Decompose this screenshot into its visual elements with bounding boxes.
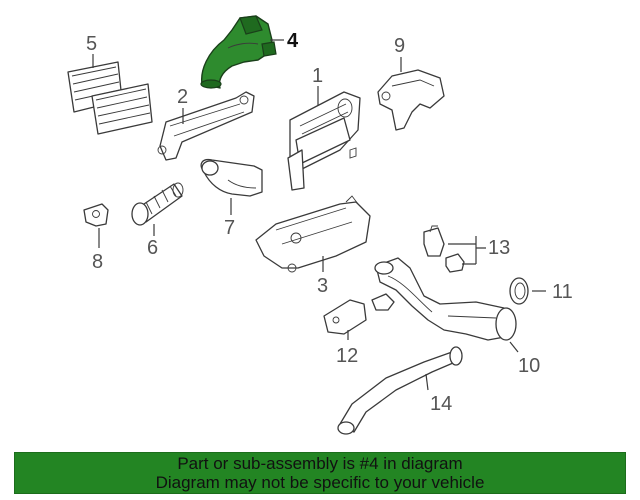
banner-line-part: Part or sub-assembly is #4 in diagram <box>177 454 463 473</box>
part-1-air-cleaner-housing[interactable] <box>287 91 361 191</box>
callout-7: 7 <box>224 217 235 239</box>
part-12-maf-sensor[interactable] <box>323 293 395 335</box>
part-6-bellows-hose[interactable] <box>131 182 184 226</box>
callout-6: 6 <box>147 237 158 259</box>
callout-9: 9 <box>394 35 405 57</box>
info-banner: Part or sub-assembly is #4 in diagram Di… <box>14 452 626 494</box>
part-4-intake-duct[interactable] <box>200 15 277 89</box>
part-3-resonator[interactable] <box>255 195 371 273</box>
part-9-shield[interactable] <box>377 69 445 131</box>
part-7-intake-pipe[interactable] <box>200 158 263 197</box>
callout-3: 3 <box>317 275 328 297</box>
part-2-intake-channel[interactable] <box>157 91 255 161</box>
callout-5: 5 <box>86 33 97 55</box>
callout-8: 8 <box>92 251 103 273</box>
part-5-air-filter[interactable] <box>67 61 153 135</box>
part-10-air-duct[interactable] <box>374 257 517 341</box>
callout-10: 10 <box>518 355 540 377</box>
callout-13: 13 <box>488 237 510 259</box>
parts-diagram: 5 4 2 1 9 7 <box>67 15 573 435</box>
callout-14: 14 <box>430 393 452 415</box>
callout-1: 1 <box>312 65 323 87</box>
part-13-sensor[interactable] <box>423 225 465 273</box>
callout-2: 2 <box>177 86 188 108</box>
callout-4: 4 <box>287 30 299 52</box>
banner-line-disclaimer: Diagram may not be specific to your vehi… <box>155 473 485 492</box>
part-11-seal-ring[interactable] <box>509 277 529 305</box>
callout-12: 12 <box>336 345 358 367</box>
part-8-bracket[interactable] <box>83 203 109 227</box>
callout-11: 11 <box>552 281 573 303</box>
part-14-hose[interactable] <box>337 346 463 435</box>
